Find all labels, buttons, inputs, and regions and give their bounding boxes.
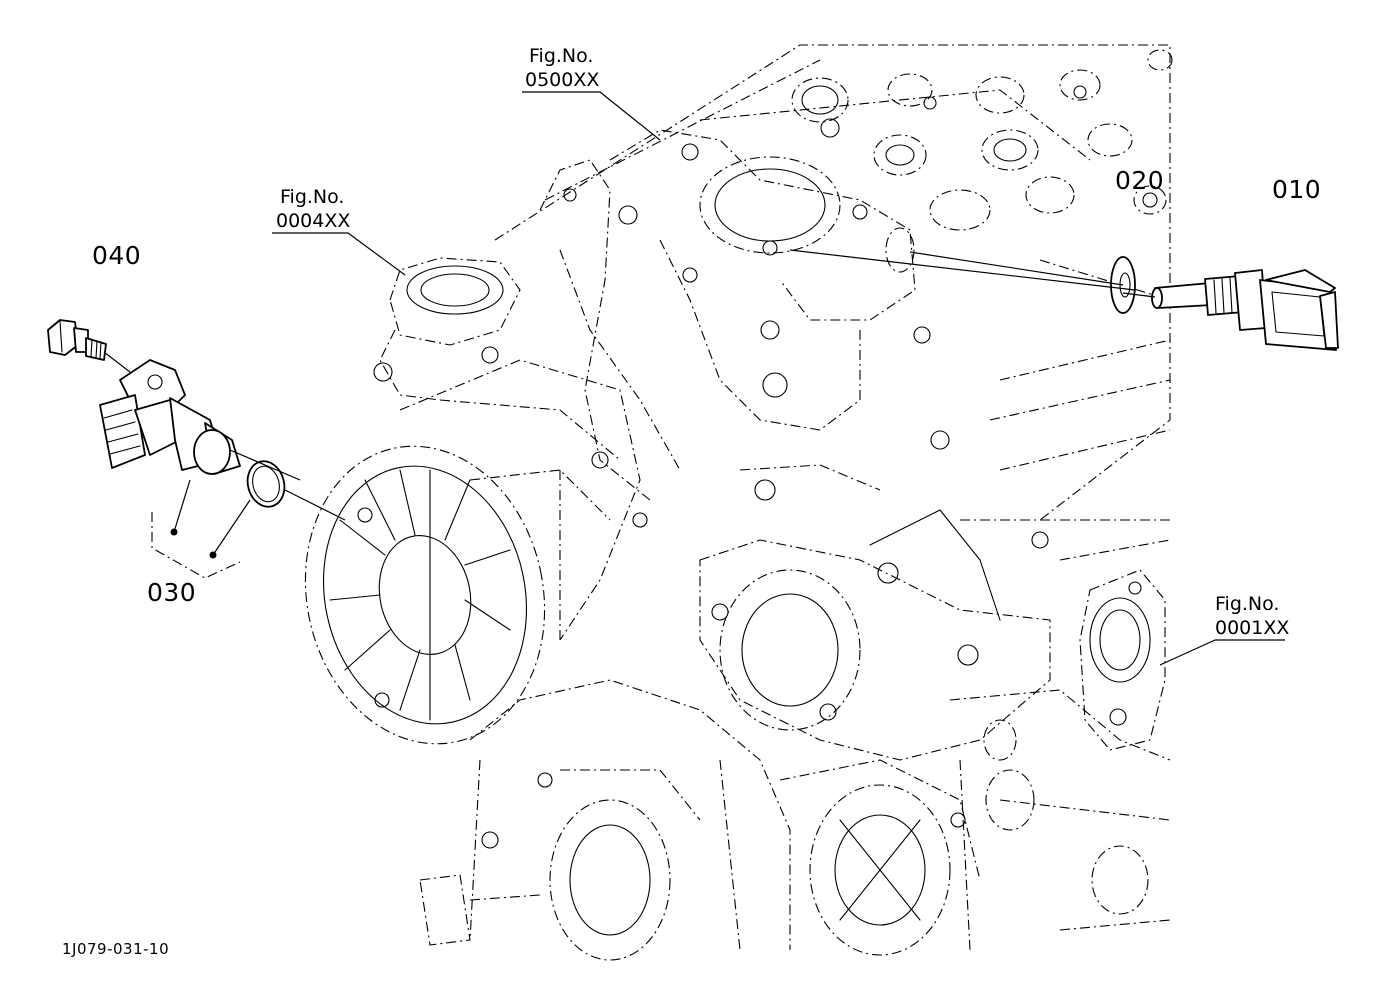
- part-030-speed-sensor: [99, 359, 241, 475]
- water-pump-pulley: [304, 445, 546, 745]
- figure-ref-0004-line2: 0004XX: [276, 210, 351, 232]
- part-030-bracket: [151, 479, 251, 579]
- engine-block: [304, 44, 1173, 961]
- figure-ref-leaders: [272, 91, 1285, 666]
- part-label-020: 020: [1115, 166, 1165, 195]
- figure-ref-0500-line2: 0500XX: [525, 69, 600, 91]
- part-label-040: 040: [92, 241, 142, 270]
- figure-ref-0001-line2: 0001XX: [1215, 617, 1290, 639]
- part-010-temperature-sensor: [1151, 269, 1339, 351]
- part-040-bolt: [47, 319, 107, 361]
- figure-ref-0004-line1: Fig.No.: [280, 186, 345, 208]
- figure-ref-0500-line1: Fig.No.: [529, 45, 594, 67]
- part-030-o-ring: [246, 460, 286, 508]
- assembly-lines: [103, 249, 1156, 521]
- part-label-030: 030: [147, 578, 197, 607]
- part-label-010: 010: [1272, 175, 1322, 204]
- drawing-code: 1J079-031-10: [62, 940, 170, 958]
- figure-ref-0001-line1: Fig.No.: [1215, 593, 1280, 615]
